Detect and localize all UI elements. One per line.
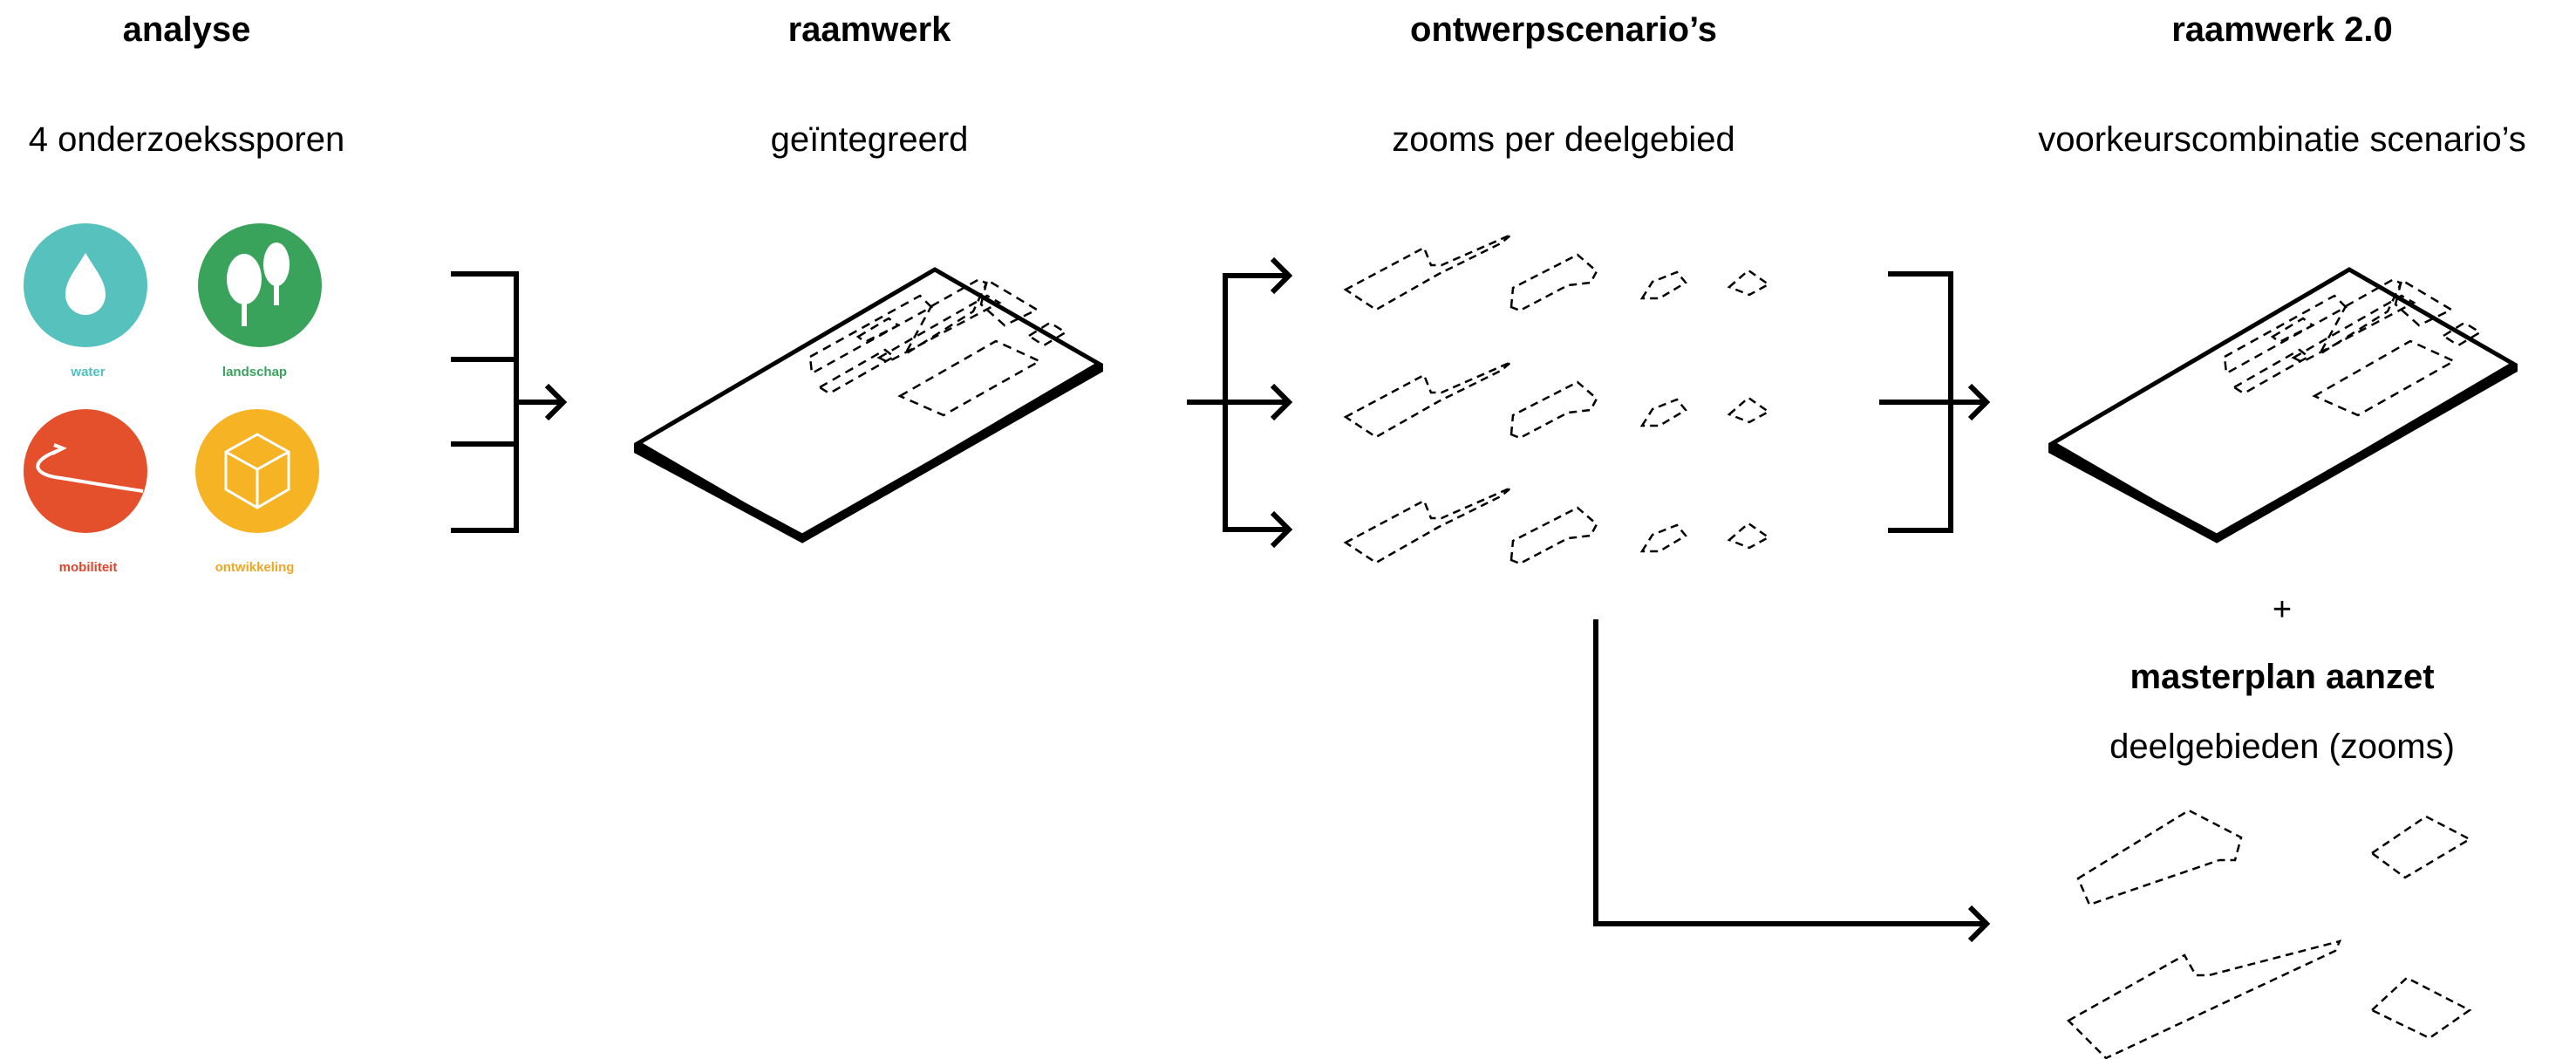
- column-subtitle-ontwerpscenarios: zooms per deelgebied: [1392, 120, 1735, 159]
- icon-label-mobiliteit: mobiliteit: [58, 560, 118, 575]
- icon-label-landschap: landschap: [221, 365, 288, 379]
- connector-analyse-to-raamwerk: [451, 271, 568, 533]
- column-title-ontwerpscenarios: ontwerpscenario’s: [1410, 10, 1717, 49]
- masterplan-zooms: [2066, 809, 2472, 1059]
- scenario-row-1: [1344, 233, 1770, 312]
- road-icon: [24, 409, 147, 533]
- water-icon: [24, 223, 147, 347]
- column-title-raamwerk-2: raamwerk 2.0: [2171, 10, 2393, 49]
- connector-scenarios-to-masterplan: [1593, 619, 1991, 943]
- column-title-raamwerk: raamwerk: [787, 10, 951, 49]
- framework-plate: [634, 267, 1103, 543]
- column-subtitle-raamwerk: geïntegreerd: [770, 120, 969, 159]
- masterplan-subtitle: deelgebieden (zooms): [2109, 728, 2455, 766]
- connector-scenarios-to-raamwerk-2: [1879, 271, 1991, 533]
- icon-label-ontwikkeling: ontwikkeling: [215, 560, 295, 575]
- column-title-analyse: analyse: [122, 10, 251, 49]
- scenario-row-3: [1344, 486, 1770, 565]
- plus-sign: +: [2272, 591, 2293, 628]
- icon-label-water: water: [71, 365, 106, 379]
- trees-icon: [198, 223, 322, 347]
- column-subtitle-raamwerk-2: voorkeurscombinatie scenario’s: [2038, 120, 2526, 159]
- scenario-zooms: [1344, 233, 1770, 565]
- column-subtitle-analyse: 4 onderzoekssporen: [28, 120, 345, 159]
- framework-plate-2: [2048, 267, 2518, 543]
- masterplan-title: masterplan aanzet: [2130, 658, 2435, 696]
- connector-raamwerk-to-scenarios: [1187, 256, 1293, 549]
- cube-icon: [195, 409, 319, 533]
- scenario-row-2: [1344, 360, 1770, 440]
